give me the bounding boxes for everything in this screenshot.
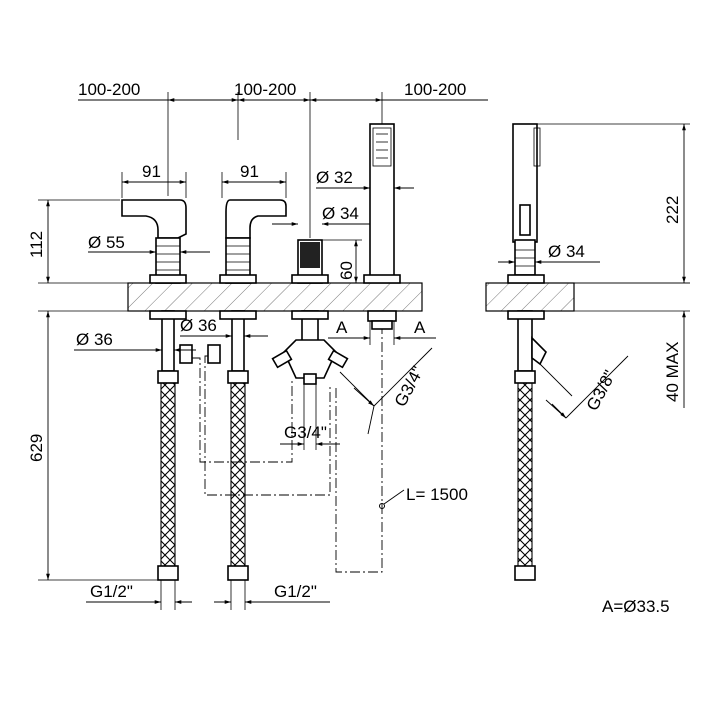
label-deck-max: 40 MAX <box>663 342 682 402</box>
label-width-mid: 91 <box>240 162 259 181</box>
label-dia-36-left: Ø 36 <box>76 330 113 349</box>
label-spacing-3: 100-200 <box>404 80 466 99</box>
middle-valve <box>207 199 287 581</box>
label-dia-34-side: Ø 34 <box>548 242 585 261</box>
dim-a: A A <box>328 318 436 345</box>
label-g34-diag: G3/4" <box>391 363 428 410</box>
hand-shower-front <box>363 123 401 330</box>
label-spacing-2: 100-200 <box>234 80 296 99</box>
side-view <box>507 123 547 581</box>
label-dia-55: Ø 55 <box>88 233 125 252</box>
label-length-629: 629 <box>27 434 46 462</box>
label-height-60: 60 <box>337 261 356 280</box>
label-height-112: 112 <box>27 231 46 258</box>
dim-g34: G3/4" <box>280 384 340 450</box>
label-g12-right: G1/2" <box>274 582 317 601</box>
dim-g12: G1/2" G1/2" <box>86 580 330 610</box>
label-dia-36-mid: Ø 36 <box>180 316 217 335</box>
dim-dia-55: Ø 55 <box>88 233 210 254</box>
deck-side <box>485 282 690 312</box>
label-height-222: 222 <box>663 196 682 224</box>
label-hose-length: L= 1500 <box>406 485 468 504</box>
dim-dia-36: Ø 36 Ø 36 <box>74 316 268 352</box>
dim-hose-length: L= 1500 <box>379 485 468 509</box>
label-dia-32: Ø 32 <box>316 168 353 187</box>
dim-height-112: 112 <box>27 199 120 283</box>
dim-top-spacing: 100-200 100-200 100-200 <box>78 80 488 238</box>
legend-a: A=Ø33.5 <box>602 597 670 616</box>
deck-front <box>38 282 423 312</box>
dim-629: 629 <box>27 310 160 581</box>
dim-diverter: Ø 32 Ø 34 60 <box>272 168 414 283</box>
dim-dia-34-side: Ø 34 <box>498 242 600 264</box>
dim-222: 222 <box>537 123 690 284</box>
label-width-left: 91 <box>142 162 161 181</box>
hidden-hoses <box>192 329 383 573</box>
label-spacing-1: 100-200 <box>78 80 140 99</box>
label-g38: G3/8" <box>583 367 620 414</box>
label-a-right: A <box>414 318 426 337</box>
dim-40-max: 40 MAX <box>663 311 686 408</box>
dim-g38: G3/8" <box>539 355 629 419</box>
left-valve <box>121 199 193 581</box>
diverter <box>271 239 349 385</box>
dim-width-91: 91 91 <box>121 162 287 198</box>
label-g34: G3/4" <box>284 423 327 442</box>
label-dia-34-front: Ø 34 <box>322 204 359 223</box>
label-a-left: A <box>336 318 348 337</box>
label-g12-left: G1/2" <box>90 582 133 601</box>
dim-g34-diag: G3/4" <box>339 347 433 435</box>
